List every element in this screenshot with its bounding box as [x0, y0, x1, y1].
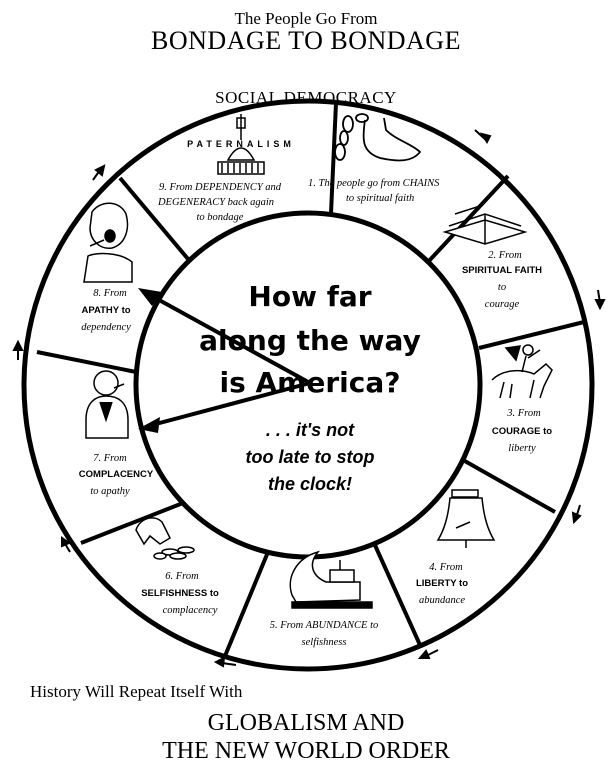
footer-subtitle: History Will Repeat Itself With [30, 682, 243, 701]
segment-2-l3: to [498, 282, 506, 293]
complacent-man-icon [85, 370, 129, 439]
segment-4-l2: LIBERTY to [416, 578, 468, 589]
segment-4-l3: abundance [419, 595, 465, 606]
center-line-6: the clock! [268, 474, 352, 494]
footer-line-1: GLOBALISM AND [207, 710, 405, 736]
paternalism-label: PATERNALISM [187, 139, 295, 149]
horse-rider-icon [491, 344, 553, 399]
segment-6-l2: SELFISHNESS to [141, 588, 219, 599]
segment-2-l2: SPIRITUAL FAITH [462, 265, 542, 276]
header-title: BONDAGE TO BONDAGE [151, 26, 461, 55]
segment-1-label: 1. The people go from CHAINS [308, 178, 440, 189]
segment-8-l3: dependency [81, 322, 131, 333]
hand-apathy-arrowhead [138, 288, 162, 306]
segment-9-l2: DEGENERACY back again [157, 197, 274, 208]
center-line-3: is America? [220, 366, 401, 399]
segment-9-l1: 9. From DEPENDENCY and [159, 182, 282, 193]
segment-5-l2: selfishness [302, 637, 347, 648]
center-line-4: . . . it's not [266, 420, 355, 440]
center-line-1: How far [248, 280, 371, 313]
segment-2-l4: courage [485, 299, 520, 310]
segment-1-sub: to spiritual faith [346, 193, 414, 204]
open-book-icon [442, 205, 528, 245]
center-line-2: along the way [199, 324, 421, 357]
segment-dividers [36, 102, 585, 657]
segment-6-l1: 6. From [165, 571, 199, 582]
segment-8-l1: 8. From [93, 288, 127, 299]
segment-7-l2: COMPLACENCY [79, 469, 154, 480]
outer-ring [21, 98, 595, 672]
segment-8-l2: APATHY to [81, 305, 130, 316]
hand-complacency [151, 381, 311, 427]
chained-foot-icon [334, 113, 422, 162]
cornucopia-icon [289, 550, 373, 609]
grasping-hand-icon [135, 517, 195, 560]
segment-3-l3: liberty [508, 443, 536, 454]
segment-7-l3: to apathy [90, 486, 130, 497]
hand-complacency-arrowhead [138, 417, 160, 433]
footer-line-2: THE NEW WORLD ORDER [162, 738, 450, 764]
segment-7-l1: 7. From [93, 453, 127, 464]
segment-3-l1: 3. From [506, 408, 541, 419]
hand-apathy [149, 293, 311, 385]
segment-6-l3: complacency [163, 605, 218, 616]
clock-hands [138, 288, 311, 433]
center-line-5: too late to stop [246, 447, 375, 467]
segment-4-l1: 4. From [429, 562, 463, 573]
liberty-bell-icon [436, 489, 496, 548]
segment-2-l1: 2. From [488, 250, 522, 261]
header-subtitle: The People Go From [234, 9, 378, 28]
segment-3-l2: COURAGE to [492, 426, 552, 437]
capitol-icon [217, 114, 265, 175]
direction-arrows [12, 129, 606, 668]
yawning-man-icon [83, 202, 133, 283]
segment-9-l3: to bondage [197, 212, 244, 223]
segment-5-l1: 5. From ABUNDANCE to [270, 620, 379, 631]
